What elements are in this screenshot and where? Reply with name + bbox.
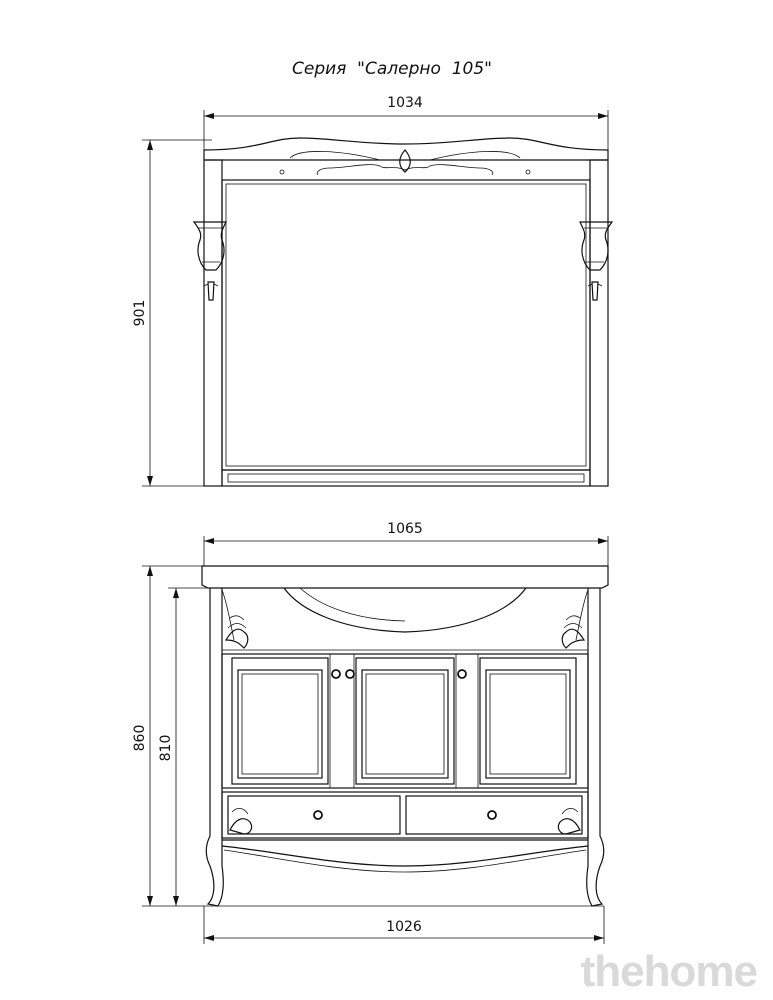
mirror-drawing: 1034 901 [132, 95, 614, 487]
cabinet-body-height-label: 810 [158, 735, 174, 762]
watermark: thehome [581, 947, 757, 996]
mirror-width-label: 1034 [387, 95, 423, 111]
door-knob [345, 669, 355, 679]
door-knob [457, 669, 467, 679]
cabinet-top-width-label: 1065 [387, 521, 423, 537]
door-knob [331, 669, 341, 679]
mirror-height-label: 901 [132, 300, 148, 327]
series-title: Серия "Салерно 105" [292, 59, 492, 79]
cabinet-total-height-label: 860 [132, 725, 148, 752]
cabinet-base-width-label: 1026 [386, 919, 422, 935]
drawer-knob [487, 810, 497, 820]
drawer-knob [313, 810, 323, 820]
cabinet-drawing: 1065 860 810 [132, 521, 609, 944]
